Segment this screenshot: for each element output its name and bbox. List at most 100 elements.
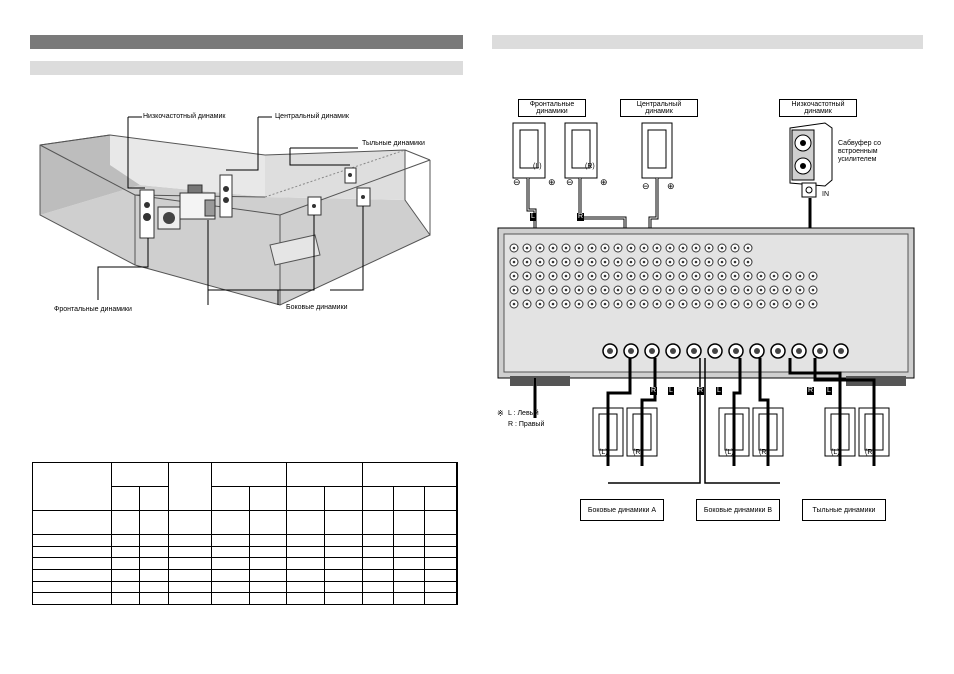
rca-jack-center <box>747 289 750 292</box>
rca-jack-center <box>591 275 594 278</box>
rca-jack-center <box>786 289 789 292</box>
rca-jack-center <box>630 247 633 250</box>
rca-jack-center <box>760 275 763 278</box>
rca-jack-center <box>669 289 672 292</box>
rca-jack-center <box>812 289 815 292</box>
rca-jack-center <box>682 247 685 250</box>
label-side: Боковые динамики <box>286 304 348 312</box>
rca-jack-center <box>552 247 555 250</box>
rca-jack-center <box>643 247 646 250</box>
rca-jack-center <box>591 289 594 292</box>
rca-jack-center <box>578 303 581 306</box>
rca-jack-center <box>708 247 711 250</box>
rca-jack-center <box>565 275 568 278</box>
rca-jack-center <box>591 261 594 264</box>
speaker-terminal-center <box>796 348 802 354</box>
rca-jack-center <box>721 303 724 306</box>
rca-jack-center <box>604 247 607 250</box>
rca-jack-center <box>565 289 568 292</box>
rca-jack-center <box>565 261 568 264</box>
polarity-plus: ⊕ <box>600 178 608 186</box>
label-subwoofer: Низкочастотный динамик <box>143 113 225 121</box>
rca-jack-center <box>747 247 750 250</box>
specification-table <box>32 462 458 605</box>
rca-jack-center <box>799 303 802 306</box>
rca-jack-center <box>513 303 516 306</box>
rca-jack-center <box>695 261 698 264</box>
subwoofer-in-tag: IN <box>822 191 829 199</box>
terminal-tag: R <box>697 387 704 395</box>
rca-jack-center <box>695 303 698 306</box>
label-rear: Тыльные динамики <box>362 140 425 148</box>
front-left-letter: (L) <box>533 163 542 171</box>
rca-jack-center <box>721 247 724 250</box>
rca-jack-center <box>513 275 516 278</box>
rca-jack-center <box>773 275 776 278</box>
side-b-left-letter: (L) <box>725 449 734 457</box>
rca-jack-center <box>604 303 607 306</box>
side-a-right-letter: (R) <box>633 449 643 457</box>
rca-jack-center <box>526 261 529 264</box>
rca-jack-center <box>630 261 633 264</box>
side-b-right-letter: (R) <box>759 449 769 457</box>
rca-jack-center <box>682 289 685 292</box>
label-front: Фронтальные динамики <box>54 306 132 314</box>
rca-jack-center <box>617 275 620 278</box>
rca-jack-center <box>643 289 646 292</box>
label-rear-speakers: Тыльные динамики <box>802 499 886 521</box>
rca-jack-center <box>578 261 581 264</box>
label-subwoofer-speaker: Низкочастотный динамик <box>779 99 857 117</box>
rca-jack-center <box>799 275 802 278</box>
subsection-header-bar <box>30 61 463 75</box>
center-speaker-icon <box>642 123 672 178</box>
terminal-tag: R <box>577 213 584 221</box>
rca-jack-center <box>669 247 672 250</box>
rca-jack-center <box>773 289 776 292</box>
terminal-tag: L <box>826 387 832 395</box>
rca-jack-center <box>734 289 737 292</box>
rca-jack-center <box>734 247 737 250</box>
rca-jack-center <box>721 261 724 264</box>
rca-jack-center <box>552 289 555 292</box>
speaker-terminal-center <box>838 348 844 354</box>
speaker-terminal-center <box>775 348 781 354</box>
rca-jack-center <box>760 303 763 306</box>
rca-jack-center <box>565 303 568 306</box>
rca-jack-center <box>734 261 737 264</box>
rca-jack-center <box>539 303 542 306</box>
rca-jack-center <box>747 303 750 306</box>
rca-jack-center <box>656 303 659 306</box>
label-side-a: Боковые динамики A <box>580 499 664 521</box>
polarity-minus: ⊖ <box>513 178 521 186</box>
rca-jack-center <box>721 275 724 278</box>
speaker-terminal-center <box>733 348 739 354</box>
speaker-terminal-center <box>649 348 655 354</box>
speaker-terminal-center <box>607 348 613 354</box>
rca-jack-center <box>682 275 685 278</box>
rca-jack-center <box>656 247 659 250</box>
speaker-terminal-center <box>628 348 634 354</box>
polarity-plus: ⊕ <box>548 178 556 186</box>
rca-jack-center <box>656 261 659 264</box>
rca-jack-center <box>643 303 646 306</box>
rca-jack-center <box>669 275 672 278</box>
rca-jack-center <box>721 289 724 292</box>
rca-jack-center <box>799 289 802 292</box>
rca-jack-center <box>734 275 737 278</box>
rca-jack-center <box>552 303 555 306</box>
terminal-tag: L <box>530 213 536 221</box>
speaker-terminal-center <box>670 348 676 354</box>
rca-jack-center <box>695 289 698 292</box>
rca-jack-center <box>604 261 607 264</box>
legend-mark: ※ <box>497 410 504 418</box>
rca-jack-center <box>786 275 789 278</box>
polarity-minus: ⊖ <box>642 182 650 190</box>
rca-jack-center <box>669 261 672 264</box>
rca-jack-center <box>526 289 529 292</box>
rca-jack-center <box>526 303 529 306</box>
rca-jack-center <box>656 275 659 278</box>
terminal-tag: R <box>650 387 657 395</box>
rca-jack-center <box>812 275 815 278</box>
rca-jack-center <box>591 303 594 306</box>
rca-jack-center <box>695 275 698 278</box>
